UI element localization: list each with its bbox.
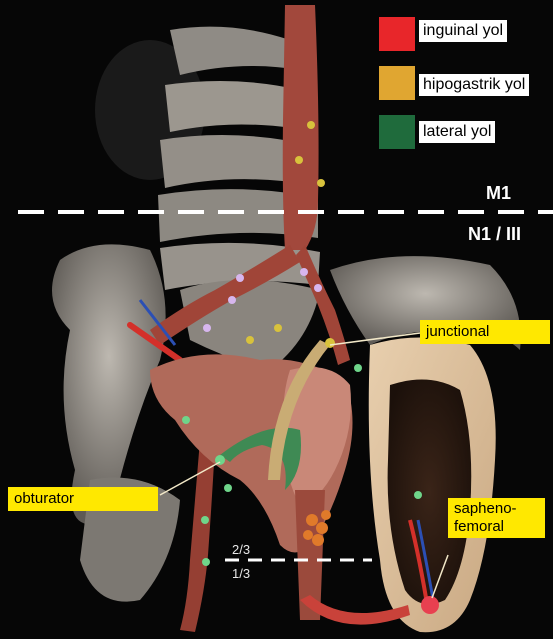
level-label-n1: N1 / III [468,224,521,245]
legend-swatch-lateral [379,115,415,149]
legend-swatch-hipogastrik [379,66,415,100]
left-femoral-vessel [180,440,215,632]
callout-junctional: junctional [420,320,550,344]
legend-label-hipogastrik: hipogastrik yol [419,74,529,96]
legend-label-lateral: lateral yol [419,121,495,143]
callout-sapheno-line1: sapheno- [454,500,539,518]
red-node [421,596,439,614]
callout-sapheno-femoral: sapheno- femoral [448,498,545,538]
level-label-m1: M1 [486,183,511,204]
legend-swatch-inguinal [379,17,415,51]
thigh-inner [388,380,472,605]
callout-obturator: obturator [8,487,158,511]
callout-sapheno-line2: femoral [454,518,539,536]
fraction-upper: 2/3 [232,542,250,557]
fraction-lower: 1/3 [232,566,250,581]
legend-label-inguinal: inguinal yol [419,20,507,42]
